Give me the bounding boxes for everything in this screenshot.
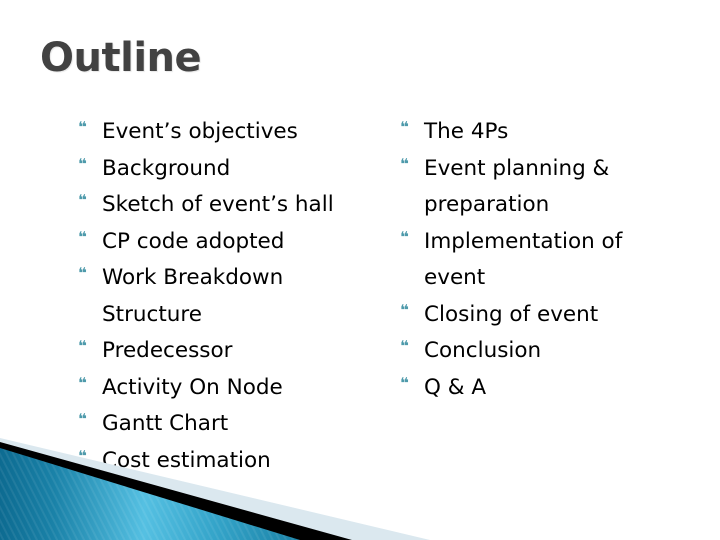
- bullet-marker-icon: ❝: [78, 446, 87, 465]
- list-item-label: Predecessor: [102, 338, 233, 363]
- list-item: ❝ Gantt Chart: [78, 406, 400, 443]
- bullet-marker-icon: ❝: [78, 410, 87, 428]
- list-item: ❝ Q & A: [400, 370, 688, 407]
- outline-columns: ❝ Event’s objectives ❝ Background ❝ Sketch of…: [78, 114, 688, 479]
- bullet-marker-icon: ❝: [78, 227, 87, 246]
- bullet-marker-icon: ❝: [78, 154, 87, 173]
- list-item-label: Q & A: [424, 374, 487, 400]
- bullet-marker-icon: ❝: [78, 191, 87, 209]
- list-item: ❝event: [400, 260, 688, 297]
- bullet-marker-icon: ❝: [400, 154, 409, 173]
- list-item-label: The 4Ps: [424, 119, 509, 144]
- list-item: ❝ Background: [78, 151, 400, 188]
- list-item-label: Activity On Node: [102, 374, 283, 400]
- list-item-label: Event’s objectives: [102, 119, 298, 144]
- outline-right-column: ❝The 4Ps❝Event planning &❝preparation❝Im…: [400, 114, 688, 406]
- list-item-label: Sketch of event’s hall: [102, 192, 334, 217]
- list-item: ❝ The 4Ps: [400, 114, 688, 151]
- page-title: Outline: [40, 35, 202, 81]
- list-item: ❝ Conclusion: [400, 333, 688, 370]
- bullet-marker-icon: ❝: [400, 118, 409, 136]
- bullet-marker-icon: ❝: [400, 337, 409, 355]
- list-item: ❝Structure: [78, 297, 400, 334]
- list-item-label: Conclusion: [424, 338, 542, 363]
- bullet-marker-icon: ❝: [400, 373, 409, 392]
- bullet-marker-icon: ❝: [78, 118, 87, 136]
- outline-left-column: ❝ Event’s objectives ❝ Background ❝ Sketch of…: [78, 114, 400, 479]
- list-item: ❝ Activity On Node: [78, 370, 400, 407]
- list-item-label: event: [424, 265, 486, 290]
- bullet-marker-icon: ❝: [400, 227, 409, 246]
- bullet-marker-icon: ❝: [78, 373, 87, 392]
- list-item: ❝ Cost estimation: [78, 443, 400, 480]
- list-item-label: Implementation of: [424, 228, 623, 254]
- list-item: ❝ Event planning &: [400, 151, 688, 188]
- list-item-label: Structure: [102, 301, 203, 327]
- list-item-label: preparation: [424, 192, 550, 217]
- list-item: ❝preparation: [400, 187, 688, 224]
- bullet-marker-icon: ❝: [78, 337, 87, 355]
- list-item: ❝ Event’s objectives: [78, 114, 400, 151]
- list-item: ❝ Implementation of: [400, 224, 688, 261]
- list-item-label: Gantt Chart: [102, 411, 229, 436]
- list-item-label: CP code adopted: [102, 228, 285, 254]
- list-item-label: Work Breakdown: [102, 265, 284, 290]
- list-item-label: Cost estimation: [102, 447, 271, 473]
- list-item: ❝ CP code adopted: [78, 224, 400, 261]
- list-item: ❝ Work Breakdown: [78, 260, 400, 297]
- list-item: ❝ Closing of event: [400, 297, 688, 334]
- bullet-marker-icon: ❝: [78, 264, 87, 282]
- list-item: ❝ Sketch of event’s hall: [78, 187, 400, 224]
- list-item-label: Event planning &: [424, 155, 610, 181]
- list-item: ❝ Predecessor: [78, 333, 400, 370]
- bullet-marker-icon: ❝: [400, 300, 409, 319]
- list-item-label: Background: [102, 155, 231, 181]
- list-item-label: Closing of event: [424, 301, 599, 327]
